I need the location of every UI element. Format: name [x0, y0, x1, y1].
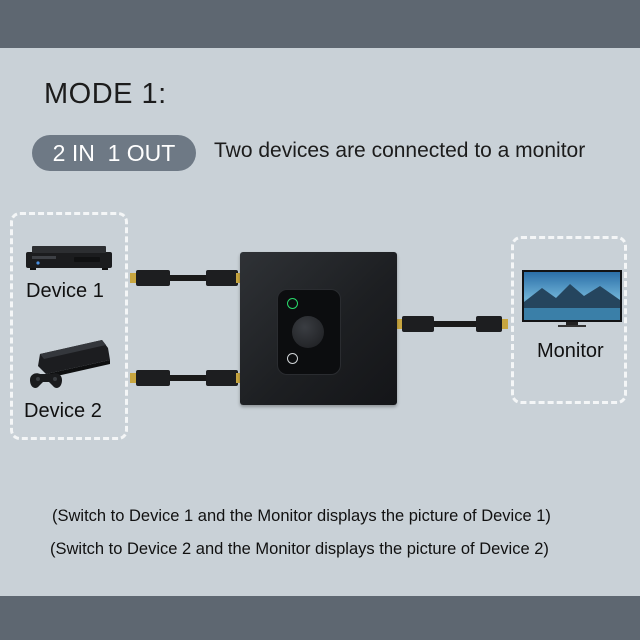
hdmi-cable-monitor [396, 316, 508, 332]
device-1-label: Device 1 [26, 280, 104, 302]
switch-button[interactable] [292, 316, 324, 348]
subtitle: Two devices are connected to a monitor [214, 139, 586, 162]
dvd-player-icon [26, 246, 112, 270]
devices-group [10, 212, 128, 440]
monitor-group [511, 236, 627, 404]
note-device-2: (Switch to Device 2 and the Monitor disp… [50, 540, 549, 558]
hdmi-switcher [240, 252, 397, 405]
top-band [0, 0, 640, 48]
monitor-label: Monitor [537, 340, 604, 362]
monitor-icon [522, 270, 622, 327]
hdmi-cable-device-1 [130, 270, 242, 286]
game-console-icon [30, 340, 110, 388]
active-indicator-icon [287, 298, 298, 309]
bottom-band [0, 596, 640, 640]
hdmi-cable-device-2 [130, 370, 242, 386]
power-indicator-icon [287, 353, 298, 364]
mode-badge: 2 IN 1 OUT [32, 135, 196, 171]
device-2-label: Device 2 [24, 400, 102, 422]
switch-panel [277, 289, 341, 375]
mode-title: MODE 1: [44, 78, 167, 110]
note-device-1: (Switch to Device 1 and the Monitor disp… [52, 507, 551, 525]
